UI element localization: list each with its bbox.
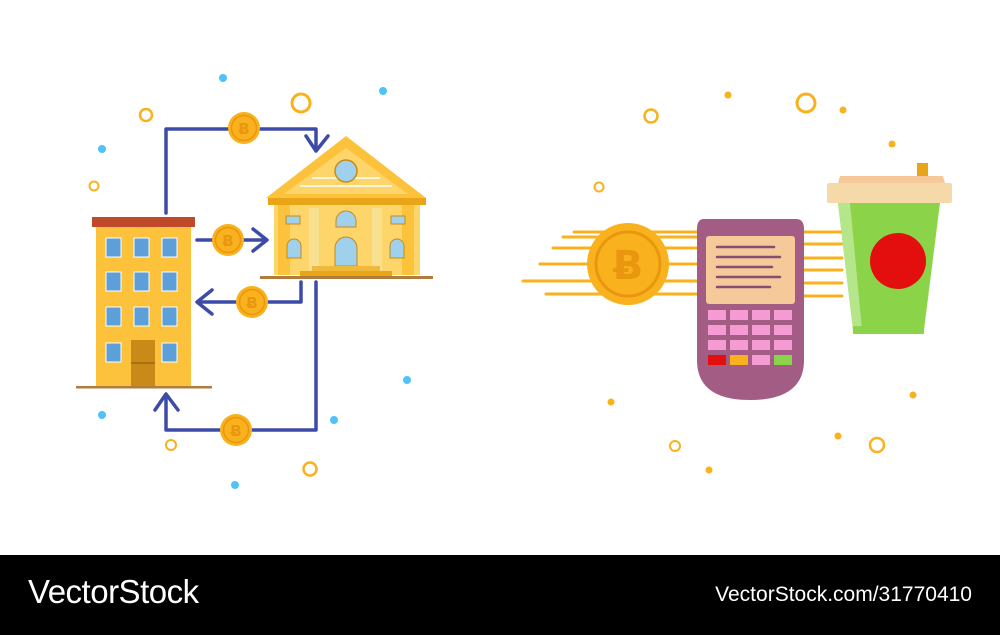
coffee-cup-icon bbox=[827, 163, 952, 334]
decorative-dots bbox=[88, 74, 917, 489]
bitcoin-coin-icon: Ƀ bbox=[220, 414, 252, 446]
illustration: Ƀ Ƀ Ƀ Ƀ Ƀ bbox=[76, 74, 952, 489]
bitcoin-coins-cycle: Ƀ Ƀ Ƀ Ƀ bbox=[212, 112, 268, 446]
bitcoin-coin-icon: Ƀ bbox=[228, 112, 260, 144]
watermark-image-url: VectorStock.com/31770410 bbox=[715, 583, 972, 606]
coin-symbol: Ƀ bbox=[613, 243, 644, 289]
watermark-brand: VectorStock bbox=[28, 573, 199, 610]
apartment-building-icon bbox=[76, 217, 212, 389]
coin-symbol: Ƀ bbox=[230, 422, 241, 440]
bitcoin-coin-icon: Ƀ bbox=[587, 223, 669, 305]
bitcoin-coin-icon: Ƀ bbox=[236, 286, 268, 318]
bitcoin-coin-icon: Ƀ bbox=[212, 224, 244, 256]
coin-symbol: Ƀ bbox=[246, 294, 257, 312]
payment-terminal-icon bbox=[697, 219, 804, 400]
coin-symbol: Ƀ bbox=[222, 232, 233, 250]
watermark-bar: VectorStock VectorStock.com/31770410 bbox=[0, 555, 1000, 635]
coin-symbol: Ƀ bbox=[238, 120, 249, 138]
bank-building-icon bbox=[260, 136, 433, 279]
